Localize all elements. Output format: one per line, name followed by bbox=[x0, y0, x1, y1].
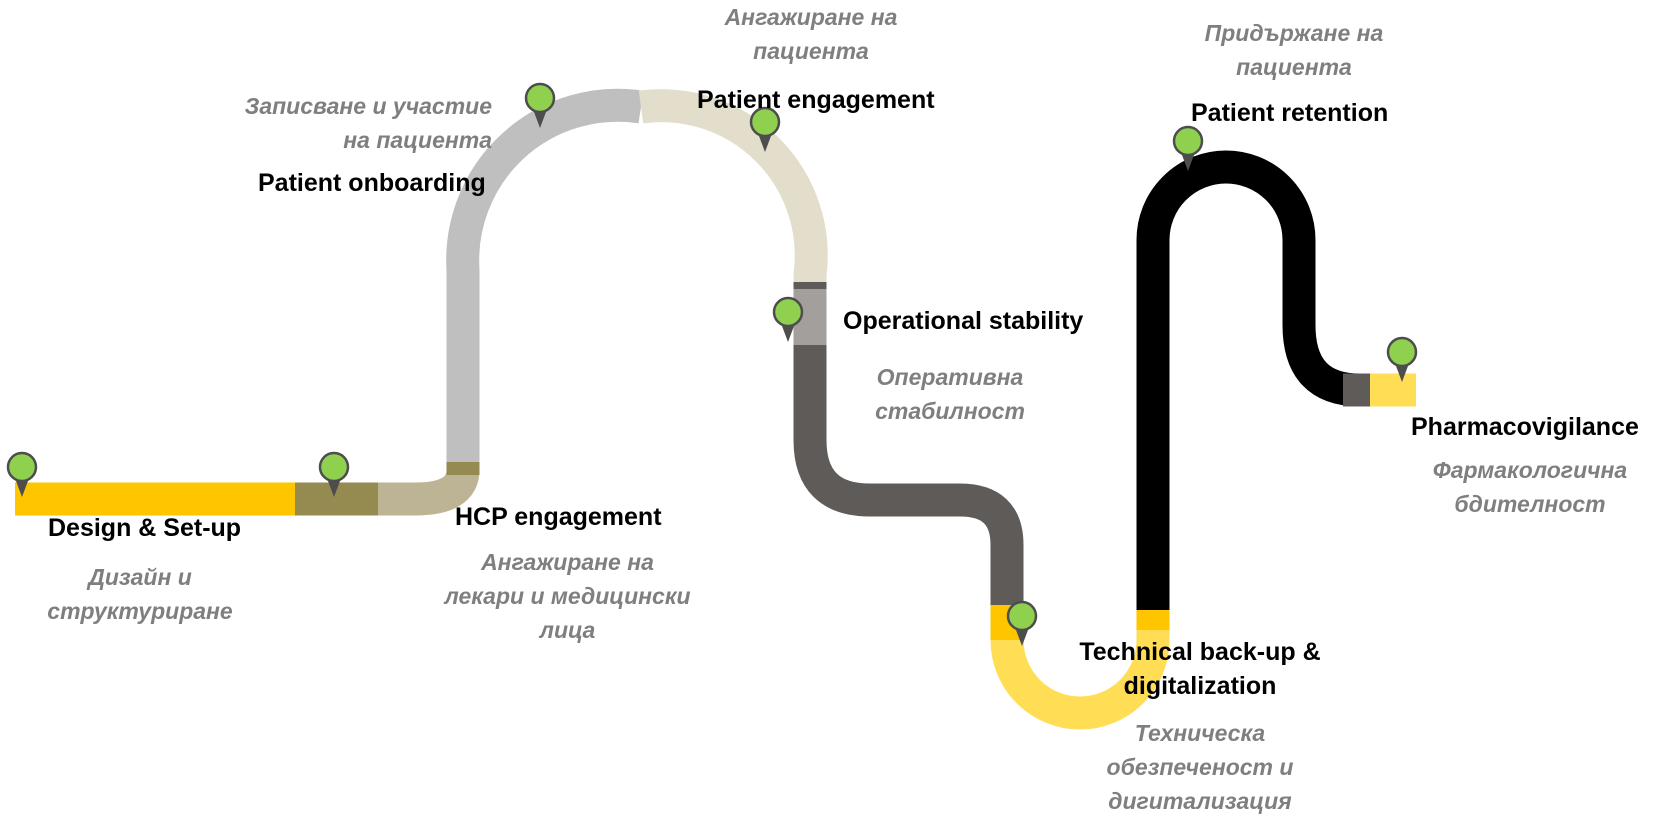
engagement-pin-icon bbox=[749, 106, 781, 152]
subtitle-line: дигитализация bbox=[1108, 788, 1292, 814]
hcp-pin-icon bbox=[318, 451, 350, 497]
stage-subtitle-retention: Придържане на пациента bbox=[1176, 16, 1412, 84]
subtitle-line: на пациента bbox=[343, 127, 492, 153]
pharmacovigilance-pin-icon bbox=[1386, 336, 1418, 382]
stage-subtitle-engagement: Ангажиране на пациента bbox=[693, 0, 929, 68]
subtitle-line: Придържане на bbox=[1204, 20, 1384, 46]
subtitle-line: пациента bbox=[753, 38, 869, 64]
subtitle-line: Ангажиране на bbox=[481, 549, 654, 575]
road-segment-engagement bbox=[638, 89, 828, 282]
subtitle-line: бдителност bbox=[1454, 491, 1606, 517]
stage-label-hcp: HCP engagement bbox=[455, 503, 662, 531]
subtitle-line: Техническа bbox=[1134, 720, 1266, 746]
stage-subtitle-technical: Техническа обезпеченост и дигитализация bbox=[1085, 716, 1315, 818]
subtitle-line: Фармакологична bbox=[1432, 457, 1628, 483]
subtitle-line: лица bbox=[539, 617, 596, 643]
onboarding-pin-icon bbox=[524, 82, 556, 128]
subtitle-line: пациента bbox=[1236, 54, 1352, 80]
start-pin-icon bbox=[6, 451, 38, 497]
pins-layer bbox=[6, 82, 1418, 646]
subtitle-line: Ангажиране на bbox=[724, 4, 898, 30]
stage-label-stability: Operational stability bbox=[843, 307, 1084, 335]
road-segment-retention bbox=[1136, 150, 1361, 610]
label-line: Technical back-up & bbox=[1079, 638, 1321, 666]
subtitle-line: структуриране bbox=[47, 598, 233, 624]
subtitle-line: обезпеченост и bbox=[1106, 754, 1294, 780]
stage-label-pharmacovigilance: Pharmacovigilance bbox=[1411, 413, 1639, 441]
subtitle-line: Записване и участие bbox=[244, 93, 492, 119]
technical-pin-icon bbox=[1006, 600, 1038, 646]
stage-subtitle-design: Дизайн и структуриране bbox=[40, 560, 240, 628]
subtitle-line: Оперативна bbox=[876, 364, 1024, 390]
stage-subtitle-onboarding: Записване и участие на пациента bbox=[200, 89, 492, 157]
subtitle-line: Дизайн и bbox=[88, 564, 192, 590]
road-segment-technical bbox=[990, 605, 1170, 730]
stage-label-design: Design & Set-up bbox=[48, 514, 242, 542]
road-segment-onboarding bbox=[446, 88, 644, 462]
road-segment-descent bbox=[793, 345, 1024, 605]
stage-subtitle-hcp: Ангажиране на лекари и медицински лица bbox=[425, 545, 710, 647]
stage-subtitle-stability: Оперативна стабилност bbox=[850, 360, 1050, 428]
retention-pin-icon bbox=[1172, 125, 1204, 171]
subtitle-line: лекари и медицински bbox=[444, 583, 691, 609]
subtitle-line: стабилност bbox=[875, 398, 1025, 424]
stability-pin-icon bbox=[772, 296, 804, 342]
road-segment-hcp bbox=[378, 468, 480, 516]
stage-label-engagement: Patient engagement bbox=[697, 86, 935, 114]
stage-subtitle-pharmacovigilance: Фармакологична бдителност bbox=[1410, 453, 1650, 521]
stage-label-technical: Technical back-up & digitalization bbox=[1055, 635, 1345, 703]
label-line: digitalization bbox=[1123, 672, 1277, 700]
stage-label-onboarding: Patient onboarding bbox=[258, 169, 486, 197]
stage-label-retention: Patient retention bbox=[1191, 99, 1389, 127]
